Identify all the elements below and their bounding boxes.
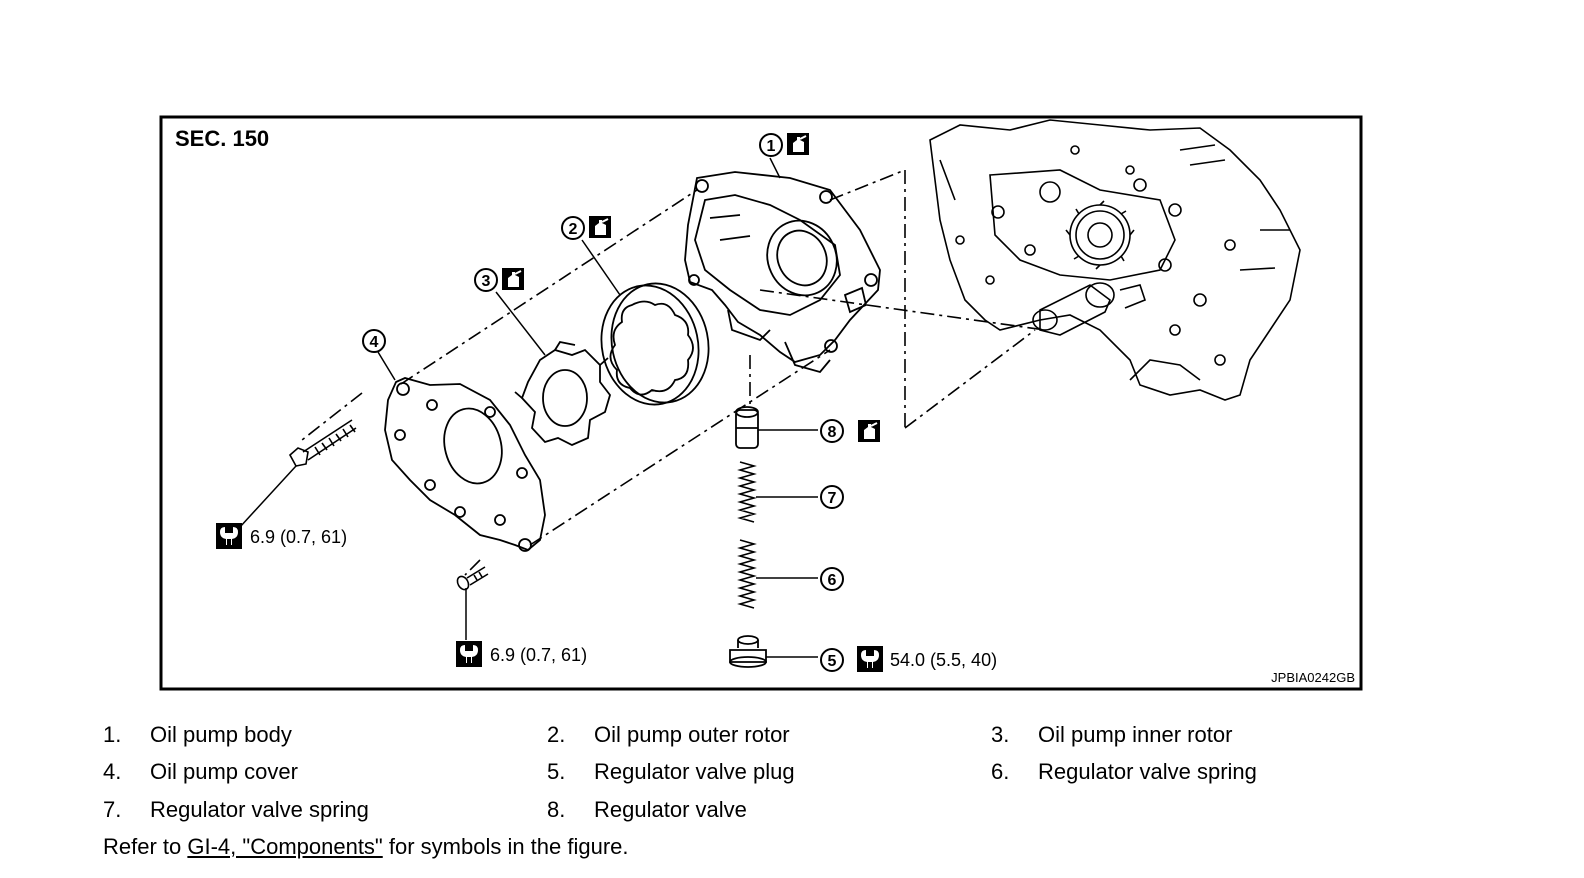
- legend-label: Regulator valve spring: [150, 797, 369, 822]
- footnote-prefix: Refer to: [103, 834, 188, 859]
- legend-label: Oil pump inner rotor: [1038, 722, 1233, 747]
- callout-2: 2: [561, 216, 585, 240]
- torque-label-bolt: 6.9 (0.7, 61): [250, 527, 347, 547]
- legend-label: Oil pump outer rotor: [594, 722, 790, 747]
- svg-text:4: 4: [370, 334, 379, 351]
- callout-5: 5: [820, 648, 844, 672]
- oil-can-icon: [786, 132, 810, 156]
- svg-text:2: 2: [569, 221, 578, 238]
- regulator-valve-plug-drawing: [729, 635, 767, 668]
- legend-number: 6.: [991, 759, 1010, 784]
- legend-label: Oil pump cover: [150, 759, 298, 784]
- callout-3: 3: [474, 268, 498, 292]
- section-label: SEC. 150: [175, 126, 269, 151]
- callout-1: 1: [759, 133, 783, 157]
- legend-number: 3.: [991, 722, 1010, 747]
- oil-can-icon: [857, 419, 881, 443]
- legend-label: Regulator valve spring: [1038, 759, 1257, 784]
- footnote-suffix: for symbols in the figure.: [382, 834, 629, 859]
- svg-text:7: 7: [828, 490, 837, 507]
- legend-number: 5.: [547, 759, 566, 784]
- inner-rotor-drawing: [514, 340, 611, 446]
- components-reference-link[interactable]: GI-4, "Components": [187, 834, 383, 859]
- callout-8: 8: [820, 419, 844, 443]
- oil-pump-cover-drawing: [384, 377, 546, 552]
- torque-wrench-icon: [857, 646, 883, 672]
- regulator-valve-drawing: [735, 406, 759, 449]
- legend-label: Regulator valve: [594, 797, 747, 822]
- legend-number: 2.: [547, 722, 566, 747]
- cover-screw-drawing: [456, 566, 489, 591]
- image-code: JPBIA0242GB: [1271, 670, 1355, 685]
- oil-pump-body-drawing: [684, 171, 881, 374]
- callout-7: 7: [820, 485, 844, 509]
- callout-4: 4: [362, 329, 386, 353]
- legend-label: Oil pump body: [150, 722, 292, 747]
- oil-can-icon: [588, 215, 612, 239]
- legend-number: 7.: [103, 797, 122, 822]
- legend-label: Regulator valve plug: [594, 759, 795, 784]
- regulator-valve-spring-7-drawing: [737, 461, 757, 523]
- torque-label-plug: 54.0 (5.5, 40): [890, 650, 997, 670]
- legend-number: 1.: [103, 722, 122, 747]
- torque-wrench-icon: [456, 641, 482, 667]
- svg-text:1: 1: [767, 138, 776, 155]
- legend-number: 8.: [547, 797, 566, 822]
- oil-can-icon: [501, 267, 525, 291]
- regulator-valve-spring-6-drawing: [737, 539, 757, 609]
- callout-6: 6: [820, 567, 844, 591]
- svg-text:8: 8: [828, 424, 837, 441]
- engine-front-view: [929, 119, 1301, 401]
- legend-number: 4.: [103, 759, 122, 784]
- footnote: Refer to GI-4, "Components" for symbols …: [103, 834, 629, 860]
- figure-frame: [159, 115, 1363, 691]
- svg-text:6: 6: [828, 572, 837, 589]
- exploded-view-figure: SEC. 150 JPBIA0242GB: [159, 115, 1363, 691]
- torque-wrench-icon: [216, 523, 242, 549]
- svg-text:5: 5: [828, 653, 837, 670]
- svg-text:3: 3: [482, 273, 491, 290]
- torque-label-screw: 6.9 (0.7, 61): [490, 645, 587, 665]
- cover-bolt-drawing: [288, 419, 357, 467]
- outer-rotor-drawing: [600, 282, 710, 406]
